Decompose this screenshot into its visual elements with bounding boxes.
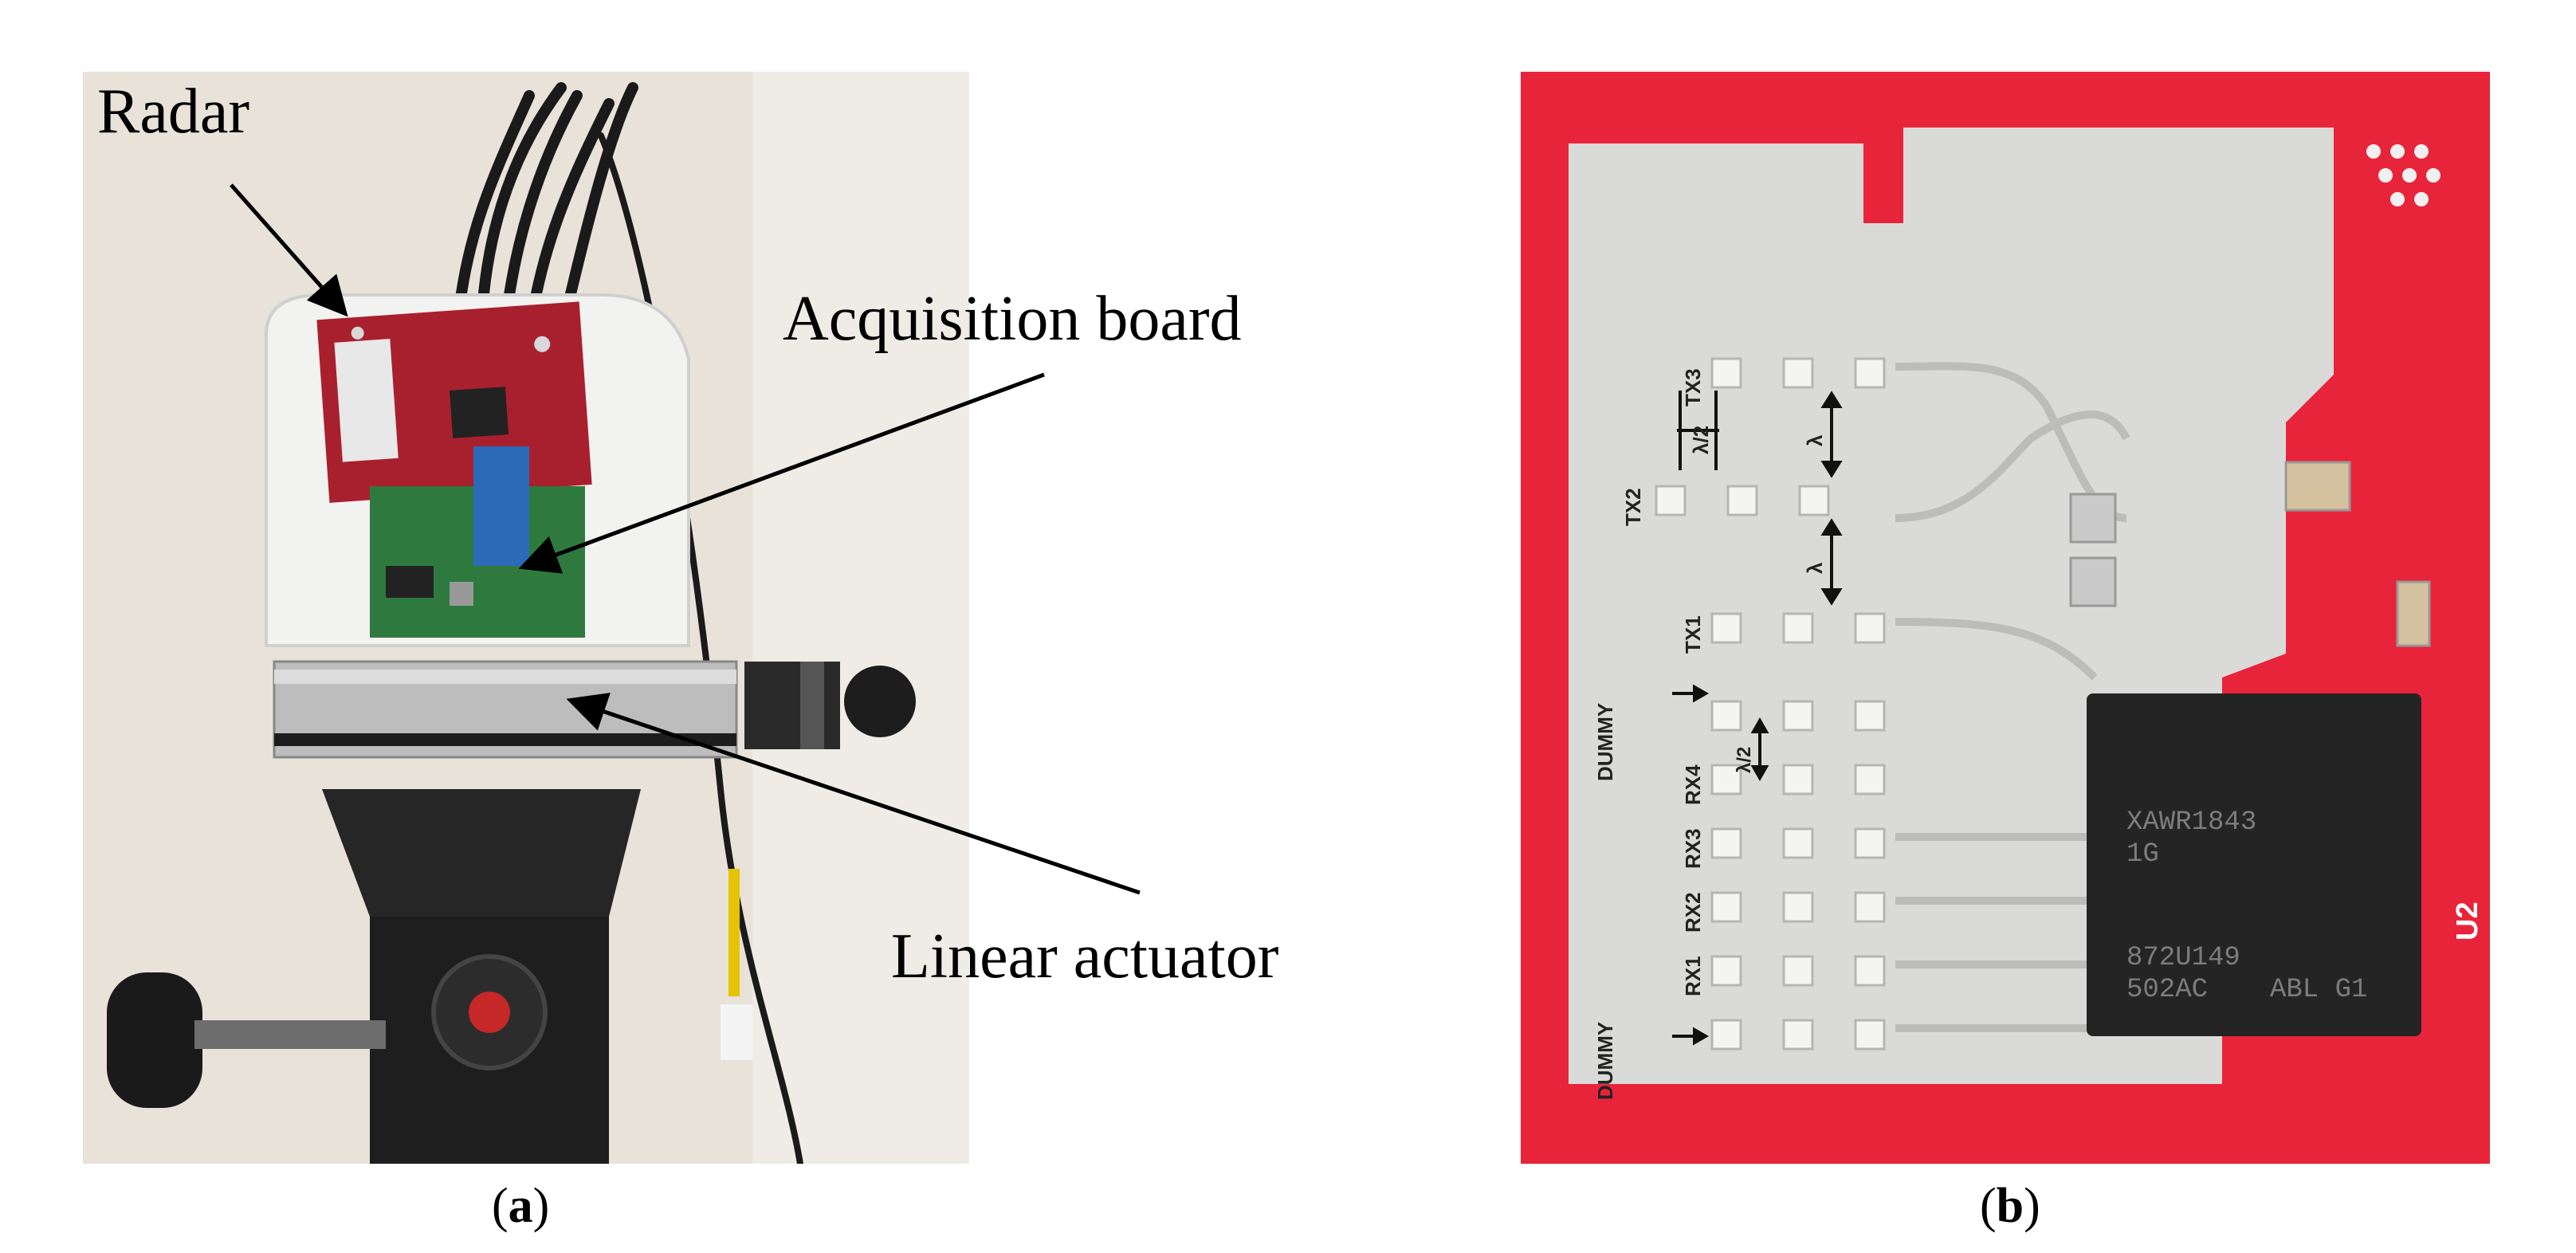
chip-line-5: ABL G1 (2270, 975, 2367, 1005)
label-rx1: RX1 (1681, 956, 1705, 996)
label-lambda-lower: λ (1803, 562, 1827, 574)
label-lambda-upper: λ (1803, 434, 1827, 446)
label-tx2: TX2 (1621, 488, 1645, 526)
label-radar: Radar (97, 77, 250, 147)
label-dummy-top: DUMMY (1593, 703, 1617, 781)
label-dummy-bottom: DUMMY (1593, 1022, 1617, 1100)
label-acquisition-board: Acquisition board (783, 284, 1242, 354)
label-tx3: TX3 (1681, 368, 1705, 407)
chip-line-1: XAWR1843 (2126, 807, 2256, 838)
acquisition-board-arrow (518, 372, 1045, 574)
silkscreen-u2: U2 (2451, 901, 2484, 941)
pcb-illustration: TX3 λ/2 TX2 TX1 λ λ DUMMY RX4 λ/2 RX3 RX… (1521, 72, 2490, 1164)
label-linear-actuator: Linear actuator (891, 921, 1279, 992)
radar-setup-illustration (83, 72, 969, 1164)
photo-radar-setup (83, 72, 969, 1164)
caption-a: (a) (492, 1179, 550, 1233)
label-rx3: RX3 (1681, 828, 1705, 869)
label-tx1: TX1 (1681, 615, 1705, 654)
radar-chip (2087, 693, 2421, 1036)
label-half-lambda-rx: λ/2 (1734, 747, 1755, 773)
label-rx4: RX4 (1681, 764, 1705, 805)
label-half-lambda-tx: λ/2 (1689, 426, 1713, 454)
linear-actuator-arrow (566, 693, 1141, 895)
radar-arrow (230, 183, 348, 317)
chip-line-2: 1G (2126, 839, 2159, 870)
chip-line-3: 872U149 (2126, 943, 2240, 973)
chip-line-4: 502AC (2126, 975, 2208, 1005)
photo-pcb-antenna: TX3 λ/2 TX2 TX1 λ λ DUMMY RX4 λ/2 RX3 RX… (1521, 72, 2490, 1164)
caption-b: (b) (1980, 1179, 2040, 1233)
label-rx2: RX2 (1681, 892, 1705, 933)
